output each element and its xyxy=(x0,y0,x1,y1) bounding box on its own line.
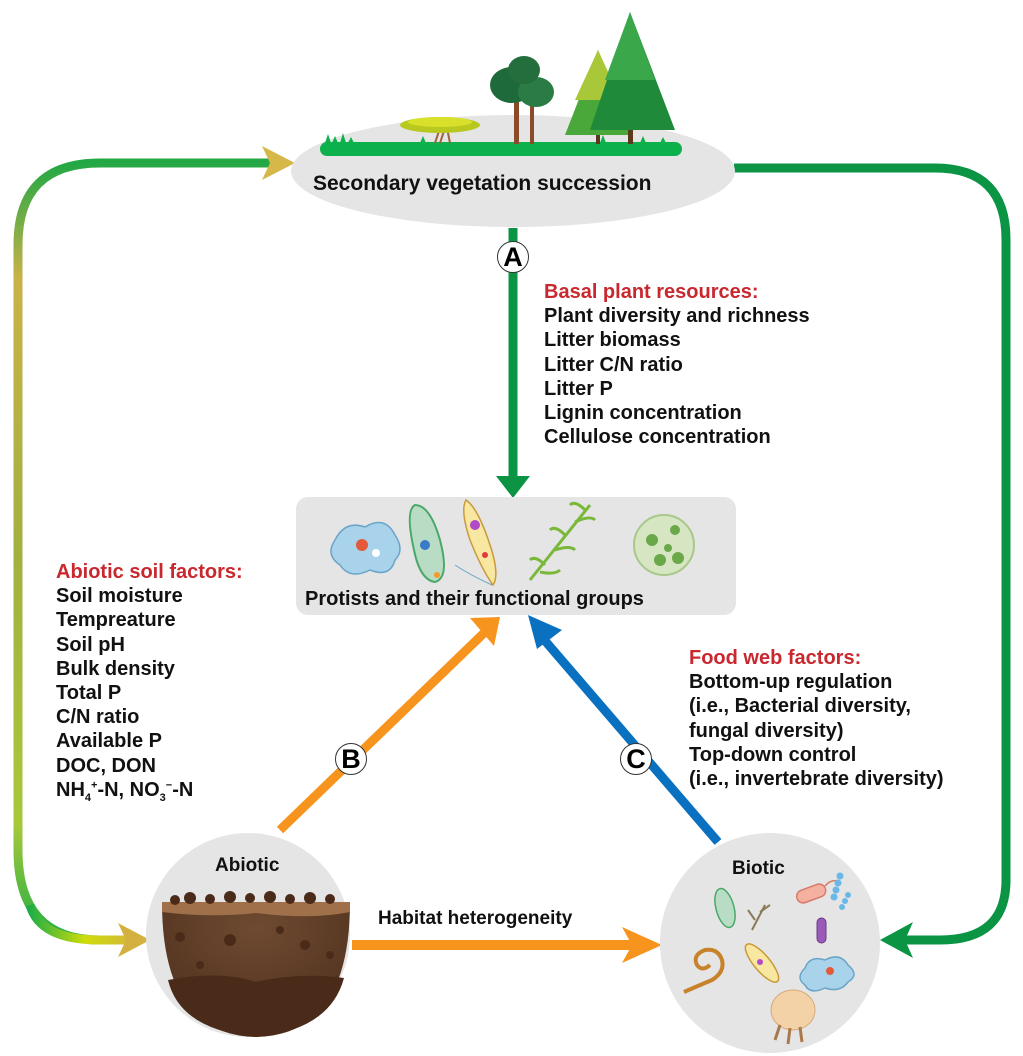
algae-icon xyxy=(528,501,597,581)
feedback-arrow-right xyxy=(734,163,1011,958)
list-item: (i.e., Bacterial diversity, xyxy=(689,695,911,718)
amoeba-small-icon xyxy=(799,956,855,992)
list-item: DOC, DON xyxy=(56,754,156,777)
food-web-factors-list: Food web factors: Bottom-up regulation (… xyxy=(689,646,944,791)
list-item: Lignin concentration xyxy=(544,402,742,425)
abiotic-node-label: Abiotic xyxy=(215,855,280,876)
list-item: fungal diversity) xyxy=(689,719,844,742)
list-item: Available P xyxy=(56,730,162,753)
abiotic-node xyxy=(146,833,350,1037)
protists-node xyxy=(296,497,736,615)
food-web-factors-heading: Food web factors: xyxy=(689,647,862,669)
arrow-c xyxy=(528,615,722,845)
biotic-node xyxy=(660,833,880,1053)
no-text: -N, NO xyxy=(97,778,160,801)
basal-plant-resources-list: Basal plant resources: Plant diversity a… xyxy=(544,280,810,449)
list-item: Litter P xyxy=(544,377,613,400)
fungi-icon xyxy=(747,904,771,931)
list-item: Cellulose concentration xyxy=(544,426,771,449)
vegetation-node-label: Secondary vegetation succession xyxy=(313,172,652,195)
list-item: Soil pH xyxy=(56,633,125,656)
arrowhead-to-abiotic xyxy=(118,923,150,957)
badge-c: C xyxy=(620,743,652,775)
paramecium-small-icon xyxy=(714,887,736,929)
arrow-b xyxy=(276,617,500,834)
paramecium-icon xyxy=(408,503,445,584)
biotic-node-label: Biotic xyxy=(732,858,785,879)
protists-node-label: Protists and their functional groups xyxy=(305,588,644,610)
acacia-tree-icon xyxy=(400,117,480,144)
euglena-small-icon xyxy=(744,943,780,983)
streptococcus-icon xyxy=(830,872,851,910)
no-rest-text: -N xyxy=(172,778,194,801)
list-item: Bulk density xyxy=(56,657,175,680)
list-item-nitrogen: NH4+-N, NO3−-N xyxy=(56,778,243,804)
nh-superscript: + xyxy=(91,779,98,792)
euglena-icon xyxy=(454,498,497,587)
volvox-icon xyxy=(633,514,695,576)
no-subscript: 3 xyxy=(159,791,166,804)
badge-b: B xyxy=(335,743,367,775)
habitat-heterogeneity-label: Habitat heterogeneity xyxy=(378,908,573,929)
soil-profile-icon xyxy=(162,891,350,1037)
list-item: Plant diversity and richness xyxy=(544,305,810,328)
badge-a: A xyxy=(497,241,529,273)
bacillus-icon xyxy=(816,917,827,944)
vegetation-node xyxy=(291,12,735,227)
list-item: Litter C/N ratio xyxy=(544,353,683,376)
feedback-arrow-left xyxy=(13,146,295,957)
list-item: Bottom-up regulation xyxy=(689,671,893,694)
list-item: Tempreature xyxy=(56,609,176,632)
list-item: Total P xyxy=(56,682,122,705)
no-superscript: − xyxy=(165,779,173,792)
pine-tree-icon xyxy=(565,12,675,144)
abiotic-soil-factors-heading: Abiotic soil factors: xyxy=(56,561,243,583)
nematode-icon xyxy=(683,947,725,994)
arrowhead-to-biotic xyxy=(880,922,913,958)
arrowhead-to-vegetation xyxy=(262,146,295,180)
arrow-habitat-heterogeneity xyxy=(352,927,662,963)
list-item: (i.e., invertebrate diversity) xyxy=(689,768,944,791)
list-item: C/N ratio xyxy=(56,706,140,729)
basal-plant-resources-heading: Basal plant resources: xyxy=(544,281,759,303)
list-item: Litter biomass xyxy=(544,329,681,352)
amoeba-icon xyxy=(330,521,401,575)
abiotic-soil-factors-list: Abiotic soil factors: Soil moisture Temp… xyxy=(56,560,243,804)
list-item: Top-down control xyxy=(689,743,857,766)
nh-text: NH xyxy=(56,778,85,801)
deciduous-tree-icon xyxy=(490,56,554,144)
grass-strip xyxy=(320,142,682,156)
nh-subscript: 4 xyxy=(84,791,92,804)
list-item: Soil moisture xyxy=(56,585,183,608)
mite-icon xyxy=(770,989,816,1045)
